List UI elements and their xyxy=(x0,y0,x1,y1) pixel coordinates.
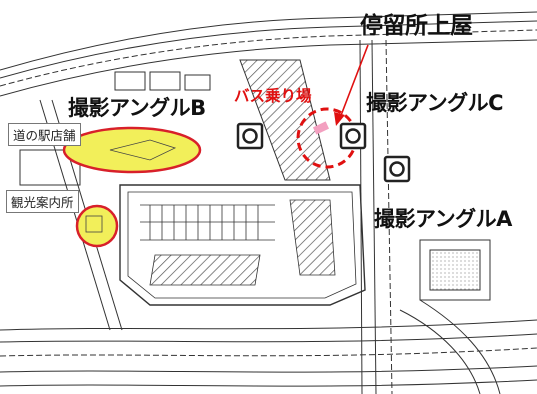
camera-icon-c xyxy=(339,122,367,150)
arrow-icon xyxy=(334,44,369,126)
roadside-station-shops-label: 道の駅店舗 xyxy=(8,123,81,146)
bus-stop-label: バス乗り場 xyxy=(234,87,312,105)
tourist-info-area xyxy=(75,204,119,248)
camera-icon-b xyxy=(236,122,264,150)
shelter-roof-marker xyxy=(312,121,330,135)
camera-icon-a xyxy=(383,155,411,183)
hatched-road-wedge xyxy=(239,59,331,181)
angle-c-label: 撮影アングルC xyxy=(366,91,504,115)
angle-b-label: 撮影アングルB xyxy=(68,96,206,120)
tourist-info-label: 観光案内所 xyxy=(6,190,79,213)
roadside-station-shops-area xyxy=(62,126,202,174)
angle-a-label: 撮影アングルA xyxy=(374,207,512,231)
parking-lot xyxy=(119,184,366,306)
shelter-label: 停留所上屋 xyxy=(360,13,473,39)
buildings xyxy=(19,71,491,301)
